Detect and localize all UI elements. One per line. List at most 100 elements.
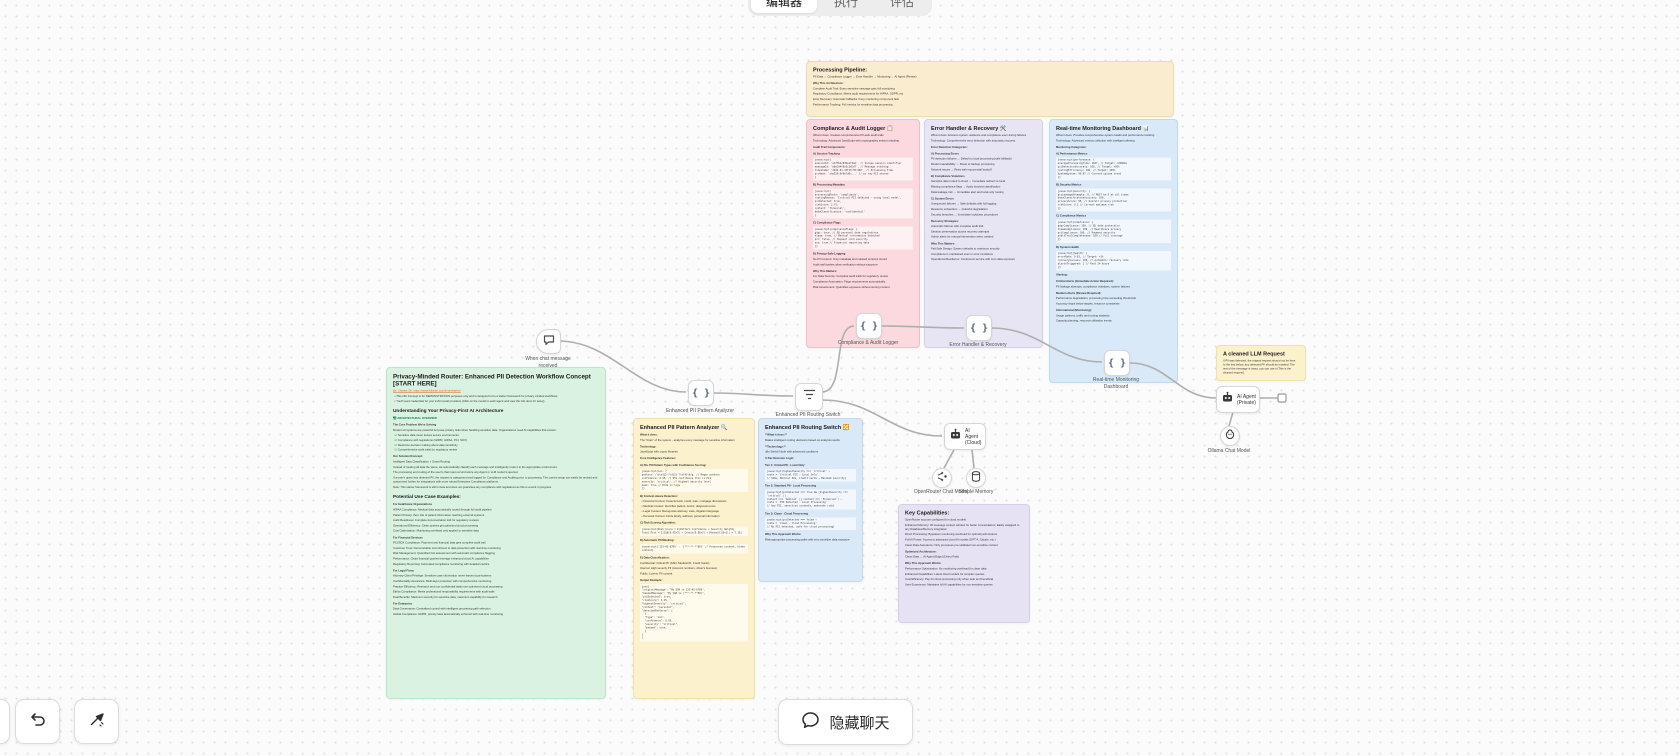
note-block: Technology: xyxy=(640,445,657,449)
note-block: PII detection failures → Default to loca… xyxy=(931,157,1012,161)
note-body: What it does: Creates comprehensive PII-… xyxy=(813,134,913,290)
note-block: Risk Assessment: Quantifies exposure wit… xyxy=(813,285,890,289)
note-block: Core Intelligence Features: xyxy=(640,457,676,461)
note-block: Monitoring Categories: xyxy=(1056,145,1087,149)
node-label-trigger: When chat message received xyxy=(525,356,571,369)
note-block: What it does: Creates comprehensive PII-… xyxy=(813,134,884,137)
note-block: Data leakage risk → Immediate alert and … xyxy=(931,190,1004,194)
note-block: Performance degradation, processing time… xyxy=(1056,297,1136,301)
note-block: Unexpected failures → Safe defaults with… xyxy=(931,202,997,206)
undo-button[interactable] xyxy=(15,699,60,744)
note-block: Performance: Clean financial queries lev… xyxy=(393,557,489,561)
note-block: Usage patterns, traffic and routing stat… xyxy=(1056,314,1110,318)
note-block: A) Processing Errors xyxy=(931,152,959,156)
note-block: Sensitive data routed to cloud → Immedia… xyxy=(931,180,1005,184)
node-error-handler[interactable]: { } xyxy=(966,315,992,341)
chat-panel-toggle-button[interactable] xyxy=(0,699,10,744)
note-block: **Technology:** xyxy=(765,445,786,449)
node-pii-analyzer[interactable]: { } xyxy=(688,380,714,406)
note-block: This n8n Concept is for DEMONSTRATION pu… xyxy=(395,395,600,399)
note-title: Compliance & Audit Logger 📋 xyxy=(813,125,894,132)
tab-editor[interactable]: 编辑器 xyxy=(750,0,817,13)
sticky-note-processing-pipeline[interactable]: Processing Pipeline: PII Data → Complian… xyxy=(806,61,1174,117)
note-block: The "brain" of the system - analyzes eve… xyxy=(640,438,735,442)
note-block: javascript{performance: { averageProcess… xyxy=(1056,157,1171,181)
note-block: User Experience: Maintains full AI capab… xyxy=(905,583,993,587)
note-block: Internal: High severity PII (Account num… xyxy=(640,567,718,571)
sticky-note-monitoring-dashboard[interactable]: Real-time Monitoring Dashboard 📊 What it… xyxy=(1049,119,1178,383)
note-block: C) Compliance Metrics xyxy=(1056,214,1087,218)
sticky-note-cleaned-request[interactable]: A cleaned LLM Request If PII was detecte… xyxy=(1216,345,1306,381)
code-icon: { } xyxy=(1107,357,1127,369)
tab-evaluations[interactable]: 评估 xyxy=(890,0,915,9)
note-body: PII Data → Compliance Logger → Error Han… xyxy=(813,75,1167,107)
note-block: D) Privacy-Safe Logging xyxy=(813,252,846,256)
note-block: Direct Processing: Bypasses monitoring o… xyxy=(905,533,998,537)
note-block: The Core Problem We're Solving xyxy=(393,423,437,427)
note-block: What it does: xyxy=(640,433,658,437)
note-block: Why This Matters: xyxy=(813,269,838,273)
node-chat-trigger[interactable] xyxy=(536,329,561,354)
note-block: Patient Privacy: Zero risk of patient in… xyxy=(393,513,485,517)
note-block: Capacity planning, resource utilization … xyxy=(1056,319,1112,323)
note-block: json{ "originalMessage": "My SSN is 123-… xyxy=(640,584,748,642)
hide-chat-button[interactable]: 隐藏聊天 xyxy=(778,699,913,745)
note-block: Customer Trust: Demonstrable commitment … xyxy=(393,546,501,550)
node-compliance-logger[interactable]: { } xyxy=(856,313,882,339)
note-block: Our Solution/Concept: xyxy=(393,455,423,459)
node-ai-agent-cloud[interactable]: AI Agent (Cloud) xyxy=(944,423,986,450)
note-block: javascript{health: { errorRate: 0.03, //… xyxy=(1056,250,1171,271)
node-openrouter-model[interactable] xyxy=(932,468,952,488)
openrouter-icon xyxy=(937,469,948,487)
note-block: Accuracy drops below targets, resource c… xyxy=(1056,302,1120,306)
node-ollama-model[interactable] xyxy=(1220,426,1240,446)
note-block: Fail-Safe Design: System defaults to max… xyxy=(931,247,1000,251)
note-block: Confidentiality Assurance: Multi-layer p… xyxy=(393,579,492,583)
note-block: javascript{piiDetected === false → route… xyxy=(765,517,856,531)
sticky-note-key-capabilities[interactable]: Key Capabilities: OpenRouter account con… xyxy=(898,504,1030,623)
note-block: Legal Context: Recognizes attorney, case… xyxy=(642,510,749,514)
note-block: Why This Approach Works: xyxy=(905,562,942,566)
note-block: Informational (Monitoring): xyxy=(1056,309,1092,313)
node-routing-switch[interactable] xyxy=(795,383,823,411)
note-block: B) Compliance Violations xyxy=(931,174,965,178)
note-block: E) Data Classification: xyxy=(640,556,670,560)
tidy-up-button[interactable] xyxy=(74,699,119,744)
sticky-note-compliance-logger[interactable]: Compliance & Audit Logger 📋 What it does… xyxy=(806,119,920,348)
tab-executions[interactable]: 执行 xyxy=(833,0,859,9)
node-simple-memory[interactable] xyxy=(966,468,986,488)
note-block: Resource exhaustion → Graceful degradati… xyxy=(931,207,988,211)
sticky-note-start-here[interactable]: Privacy-Minded Router: Enhanced PII Dete… xyxy=(386,367,606,699)
note-block: javascript{security: { piiLeakageAttempt… xyxy=(1056,188,1171,212)
note-body: **What it does:**Makes intelligent routi… xyxy=(765,433,856,542)
sticky-note-routing-switch[interactable]: Enhanced PII Routing Switch 🔀 **What it … xyxy=(758,418,863,582)
note-block: Risk Management: Quantified risk assessm… xyxy=(393,552,495,556)
note-block: Recovery Strategies: xyxy=(931,219,959,223)
sticky-note-pattern-analyzer[interactable]: Enhanced PII Pattern Analyzer 🔍 What it … xyxy=(633,418,755,699)
note-block: Session preservation across recovery att… xyxy=(931,230,990,234)
note-block: What it does: Provides comprehensive sys… xyxy=(1056,134,1155,137)
note-block: Comprehensive audit trails for regulator… xyxy=(395,448,600,452)
note-block: **What it does:** xyxy=(765,433,787,437)
note-block: Technology: Advanced JavaScript with cry… xyxy=(813,139,899,143)
note-block: C) Risk Scoring Algorithm: xyxy=(640,521,676,525)
node-label-memory: Simple Memory xyxy=(958,489,994,495)
note-block: PCI/SOX Compliance: Payment and financia… xyxy=(393,541,486,545)
note-title: Real-time Monitoring Dashboard 📊 xyxy=(1056,125,1150,132)
note-block: Cost Efficiency: Pay for cloud processin… xyxy=(905,578,994,582)
sticky-note-error-handler[interactable]: Error Handler & Recovery 🛠️ What it does… xyxy=(924,119,1043,348)
note-block: Performance Optimization: No monitoring … xyxy=(905,567,987,571)
note-block: Model unavailability → Route to backup p… xyxy=(931,163,995,167)
note-block: Output Example: xyxy=(640,578,663,582)
node-ai-agent-private[interactable]: AI Agent (Private) xyxy=(1216,386,1260,413)
note-block: Regulatory Compliance: Meets audit requi… xyxy=(813,92,904,96)
agent-label: AI Agent (Private) xyxy=(1237,393,1256,406)
note-block: For Legal Firms xyxy=(393,569,414,573)
node-monitoring-dashboard[interactable]: { } xyxy=(1104,350,1130,376)
llama-icon xyxy=(1225,427,1235,445)
note-block: C) System Errors xyxy=(931,197,954,201)
note-block: Technology: Advanced metrics collection … xyxy=(1056,139,1135,143)
note-block: Tier 2: Standard PII - Local Processing xyxy=(765,484,817,488)
note-block: Critical Alerts (Immediate Action Requir… xyxy=(1056,280,1114,284)
note-block: By: Charles Oh, https://www.linkedin.com… xyxy=(393,389,461,393)
